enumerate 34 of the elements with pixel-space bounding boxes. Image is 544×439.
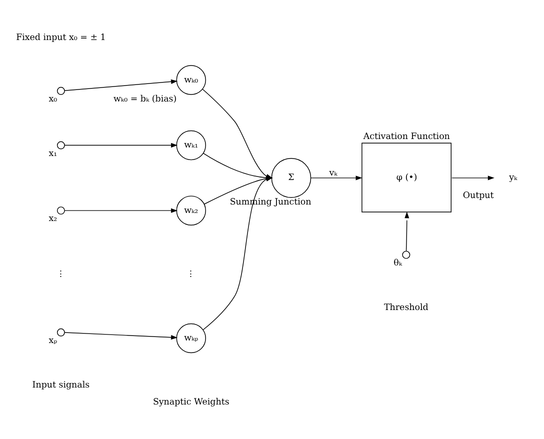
node-label: x₁ — [48, 148, 58, 158]
arrow — [310, 175, 362, 180]
node-label: x₀ — [48, 94, 58, 104]
label: ⋮ — [56, 269, 66, 280]
label: Fixed input x₀ = ± 1 — [16, 32, 106, 43]
edge-label: vₖ — [329, 168, 338, 178]
node-label: wₖ₀ = bₖ (bias) — [114, 94, 177, 104]
arrow — [64, 208, 178, 212]
node-circle — [402, 250, 410, 258]
label: ⋮ — [186, 269, 196, 280]
node-circle: Σ — [271, 157, 312, 198]
node-circle — [56, 206, 65, 214]
node-box: φ (•) — [362, 142, 452, 212]
node-circle: wₖ₁ — [176, 130, 206, 160]
node-label: x₂ — [48, 214, 58, 224]
arrow — [64, 332, 178, 340]
node-label: Output — [462, 190, 494, 200]
node-label: xₚ — [48, 336, 58, 346]
label: Threshold — [384, 302, 428, 313]
node-circle: wₖ₂ — [176, 195, 206, 225]
node-circle — [56, 140, 65, 149]
label: Input signals — [32, 380, 90, 390]
node-circle: wₖ₀ — [176, 64, 206, 94]
arrow — [64, 142, 178, 148]
node-label: θₖ — [394, 258, 402, 268]
node-label: Activation Function — [363, 132, 450, 142]
label: Synaptic Weights — [152, 396, 230, 407]
arrow — [452, 175, 494, 180]
node-text: yₖ — [509, 172, 518, 183]
arrow — [64, 78, 178, 91]
node-circle — [56, 86, 65, 94]
node-circle — [56, 328, 65, 336]
arrow — [404, 211, 410, 251]
node-circle: wₖₚ — [176, 322, 206, 353]
